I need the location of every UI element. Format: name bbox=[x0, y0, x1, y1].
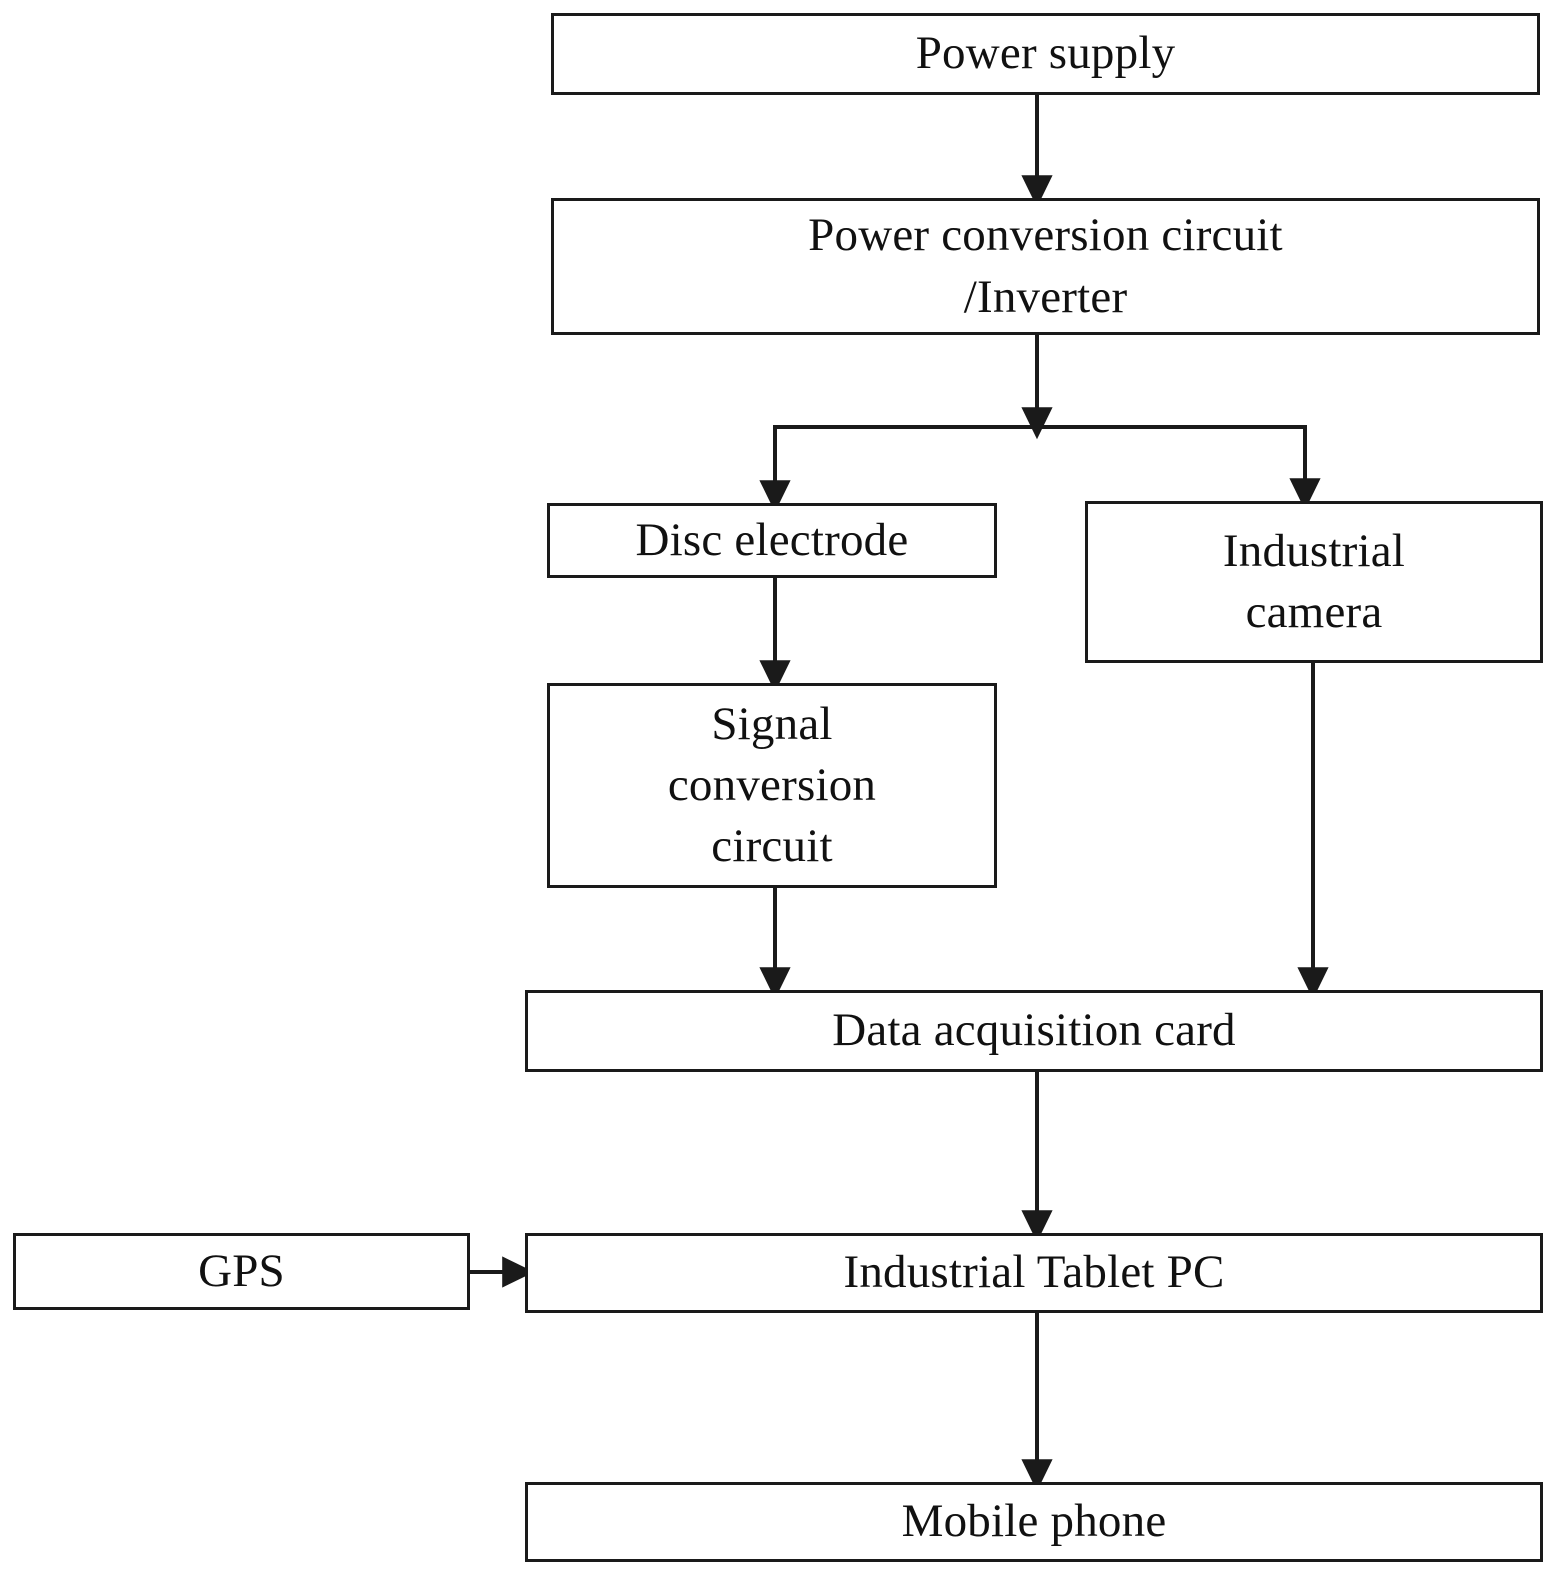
node-mobile-phone-label: Mobile phone bbox=[901, 1495, 1167, 1548]
node-power-supply-label: Power supply bbox=[915, 27, 1176, 80]
node-gps-label: GPS bbox=[198, 1244, 285, 1297]
node-disc-electrode[interactable]: Disc electrode bbox=[547, 503, 997, 578]
node-power-conversion-circuit-inverter-label: Power conversion circuit/Inverter bbox=[808, 209, 1283, 323]
node-disc-electrode-label: Disc electrode bbox=[635, 513, 909, 566]
node-industrial-tablet-pc-label: Industrial Tablet PC bbox=[843, 1246, 1225, 1299]
node-mobile-phone[interactable]: Mobile phone bbox=[525, 1482, 1543, 1562]
node-power-supply[interactable]: Power supply bbox=[551, 13, 1540, 95]
node-industrial-tablet-pc[interactable]: Industrial Tablet PC bbox=[525, 1233, 1543, 1313]
node-gps[interactable]: GPS bbox=[13, 1233, 470, 1310]
node-data-acquisition-card-label: Data acquisition card bbox=[832, 1004, 1236, 1057]
node-data-acquisition-card[interactable]: Data acquisition card bbox=[525, 990, 1543, 1072]
node-power-conversion-circuit-inverter[interactable]: Power conversion circuit/Inverter bbox=[551, 198, 1540, 335]
